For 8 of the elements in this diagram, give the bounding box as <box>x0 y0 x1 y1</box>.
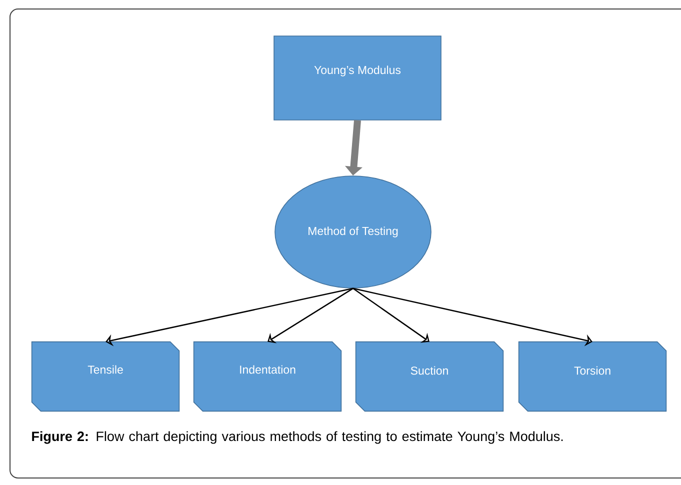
method-box: Tensile <box>31 341 180 412</box>
method-box: Suction <box>355 341 504 412</box>
title-box: Young’s Modulus <box>274 36 442 120</box>
arrow <box>106 288 354 346</box>
method-box: Indentation <box>193 341 342 412</box>
arrow <box>268 288 354 344</box>
method-box: Torsion <box>518 341 667 412</box>
figure-caption: Figure 2: Flow chart depicting various methods of testing to estimate Young’s Modulus. <box>32 431 563 444</box>
